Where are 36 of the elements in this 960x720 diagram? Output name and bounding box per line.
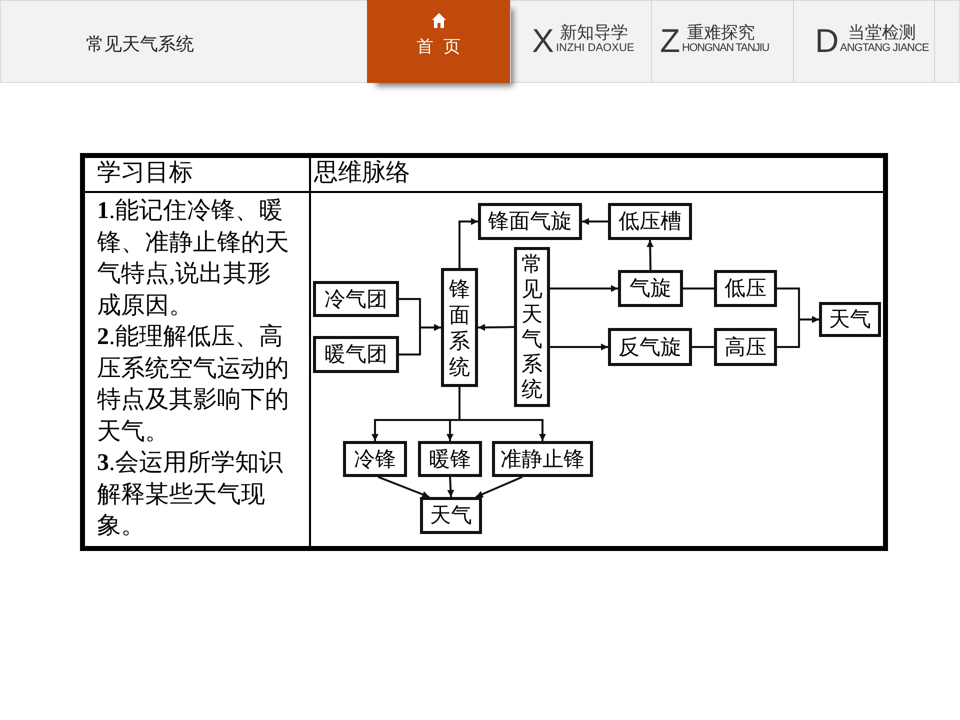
column-header: 学习目标 xyxy=(97,160,193,185)
connector-line xyxy=(683,288,714,290)
arrow xyxy=(447,476,454,498)
concept-box: 冷锋 xyxy=(343,441,407,477)
connector-line xyxy=(692,346,714,348)
concept-box: 天气 xyxy=(819,302,881,337)
slide-title: 常见天气系统 xyxy=(86,35,194,55)
concept-box: 准静止锋 xyxy=(492,441,593,477)
concept-box: 锋面系统 xyxy=(441,268,478,387)
arrow xyxy=(478,324,514,331)
arrow xyxy=(550,344,608,350)
arrow xyxy=(458,218,478,268)
objective-text: 3.会运用所学知识解释某些天气现象。 xyxy=(97,449,284,541)
arrow xyxy=(399,324,441,356)
arrow xyxy=(582,218,608,225)
arrow xyxy=(458,387,546,441)
concept-box: 暖气团 xyxy=(313,336,399,373)
objective-text: 2.能理解低压、高压系统空气运动的特点及其影响下的天气。 xyxy=(97,322,290,446)
arrow xyxy=(550,285,618,292)
concept-box: 气旋 xyxy=(618,270,683,307)
arrow xyxy=(777,316,819,348)
concept-box: 低压 xyxy=(714,270,777,307)
home-tab: 首页 xyxy=(367,0,510,83)
concept-box: 天气 xyxy=(420,497,482,534)
concept-box: 暖锋 xyxy=(418,441,482,477)
arrow xyxy=(475,476,523,498)
arrow xyxy=(646,240,654,270)
arrow xyxy=(378,476,430,498)
objective-text: 1.能记住冷锋、暖锋、准静止锋的天气特点,说出其形成原因。 xyxy=(97,197,290,320)
column-header: 思维脉络 xyxy=(314,160,410,185)
concept-box: 锋面气旋 xyxy=(478,203,582,240)
concept-box: 常见天气系统 xyxy=(514,247,550,407)
concept-box: 低压槽 xyxy=(608,203,692,240)
concept-box: 冷气团 xyxy=(313,281,399,317)
concept-box: 高压 xyxy=(714,328,777,366)
concept-box: 反气旋 xyxy=(608,328,692,366)
